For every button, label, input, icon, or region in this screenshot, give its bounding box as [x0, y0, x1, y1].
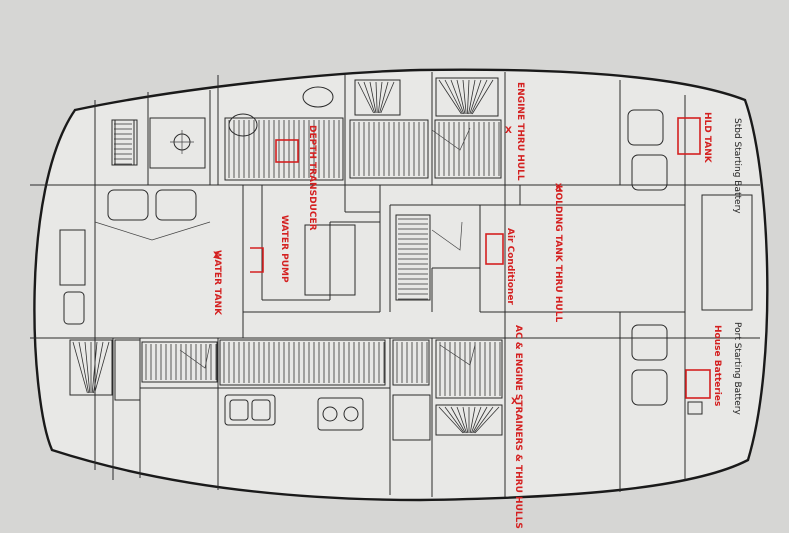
- red-annotations: [250, 117, 711, 415]
- water-tank-label: WATER TANK: [212, 250, 222, 316]
- floor-panel: [141, 341, 218, 383]
- house-batteries-label: House Batteries: [712, 325, 722, 406]
- water-pump-marker: [250, 247, 264, 273]
- hull-outline: [33, 68, 769, 502]
- floor-panel: [434, 119, 502, 179]
- holding-tank-x-mark: X: [555, 183, 562, 193]
- floor-panel: [224, 117, 344, 181]
- floor-hatching: [69, 77, 503, 436]
- hld-tank-label: HLD TANK: [702, 112, 712, 164]
- strainer-x-mark: X: [511, 397, 518, 407]
- floor-panel: [69, 339, 113, 396]
- port-battery-box: [687, 401, 703, 415]
- air-conditioner-label: Air Conditioner: [505, 228, 515, 305]
- engine-x-mark: X: [505, 126, 512, 136]
- water-pump-label: WATER PUMP: [279, 215, 289, 283]
- hld-tank-marker: [677, 117, 701, 155]
- floor-panel: [435, 339, 503, 399]
- floor-panel: [392, 339, 430, 386]
- furniture: [59, 86, 753, 441]
- stbd-starting-battery-label: Stbd Starting Battery: [732, 118, 742, 214]
- floor-panel: [349, 119, 429, 179]
- holding-tank-thru-hull-label: HOLDING TANK THRU HULL: [553, 185, 563, 322]
- water-tank-x-mark: X: [213, 251, 220, 261]
- floor-panel: [395, 214, 431, 301]
- floor-panel: [354, 79, 401, 116]
- floor-panel: [219, 339, 386, 386]
- annotation-text: ENGINE THRU HULL DEPTH TRANSDUCER WATER …: [212, 82, 742, 529]
- ac-engine-strainers-label: AC & ENGINE STRAINERS & THRU HULLS: [513, 325, 523, 529]
- engine-thru-hull-label: ENGINE THRU HULL: [515, 82, 525, 181]
- depth-transducer-label: DEPTH TRANSDUCER: [307, 125, 317, 231]
- structure-lines: [30, 72, 760, 497]
- floor-panel: [435, 404, 503, 436]
- ac-unit-marker: [485, 233, 504, 265]
- floor-panel: [435, 77, 499, 117]
- depth-transducer-marker: [275, 139, 299, 163]
- house-battery-marker: [685, 369, 711, 399]
- port-starting-battery-label: Port Starting Battery: [732, 322, 742, 415]
